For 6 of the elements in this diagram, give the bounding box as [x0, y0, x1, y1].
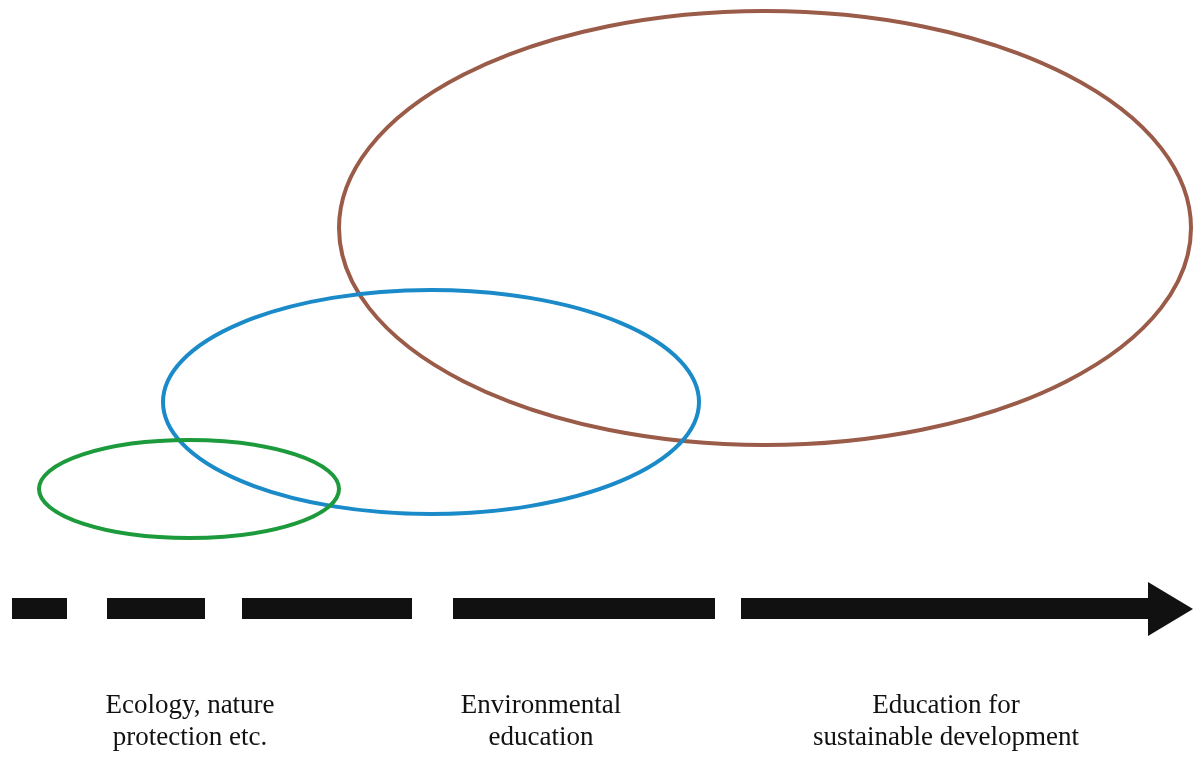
timeline-label: Education for sustainable development: [811, 688, 1081, 752]
ellipse: [337, 9, 1193, 447]
timeline-label: Environmental education: [459, 688, 623, 752]
timeline-label: Ecology, nature protection etc.: [104, 688, 276, 752]
ellipse: [37, 438, 341, 540]
ellipse: [161, 288, 701, 516]
